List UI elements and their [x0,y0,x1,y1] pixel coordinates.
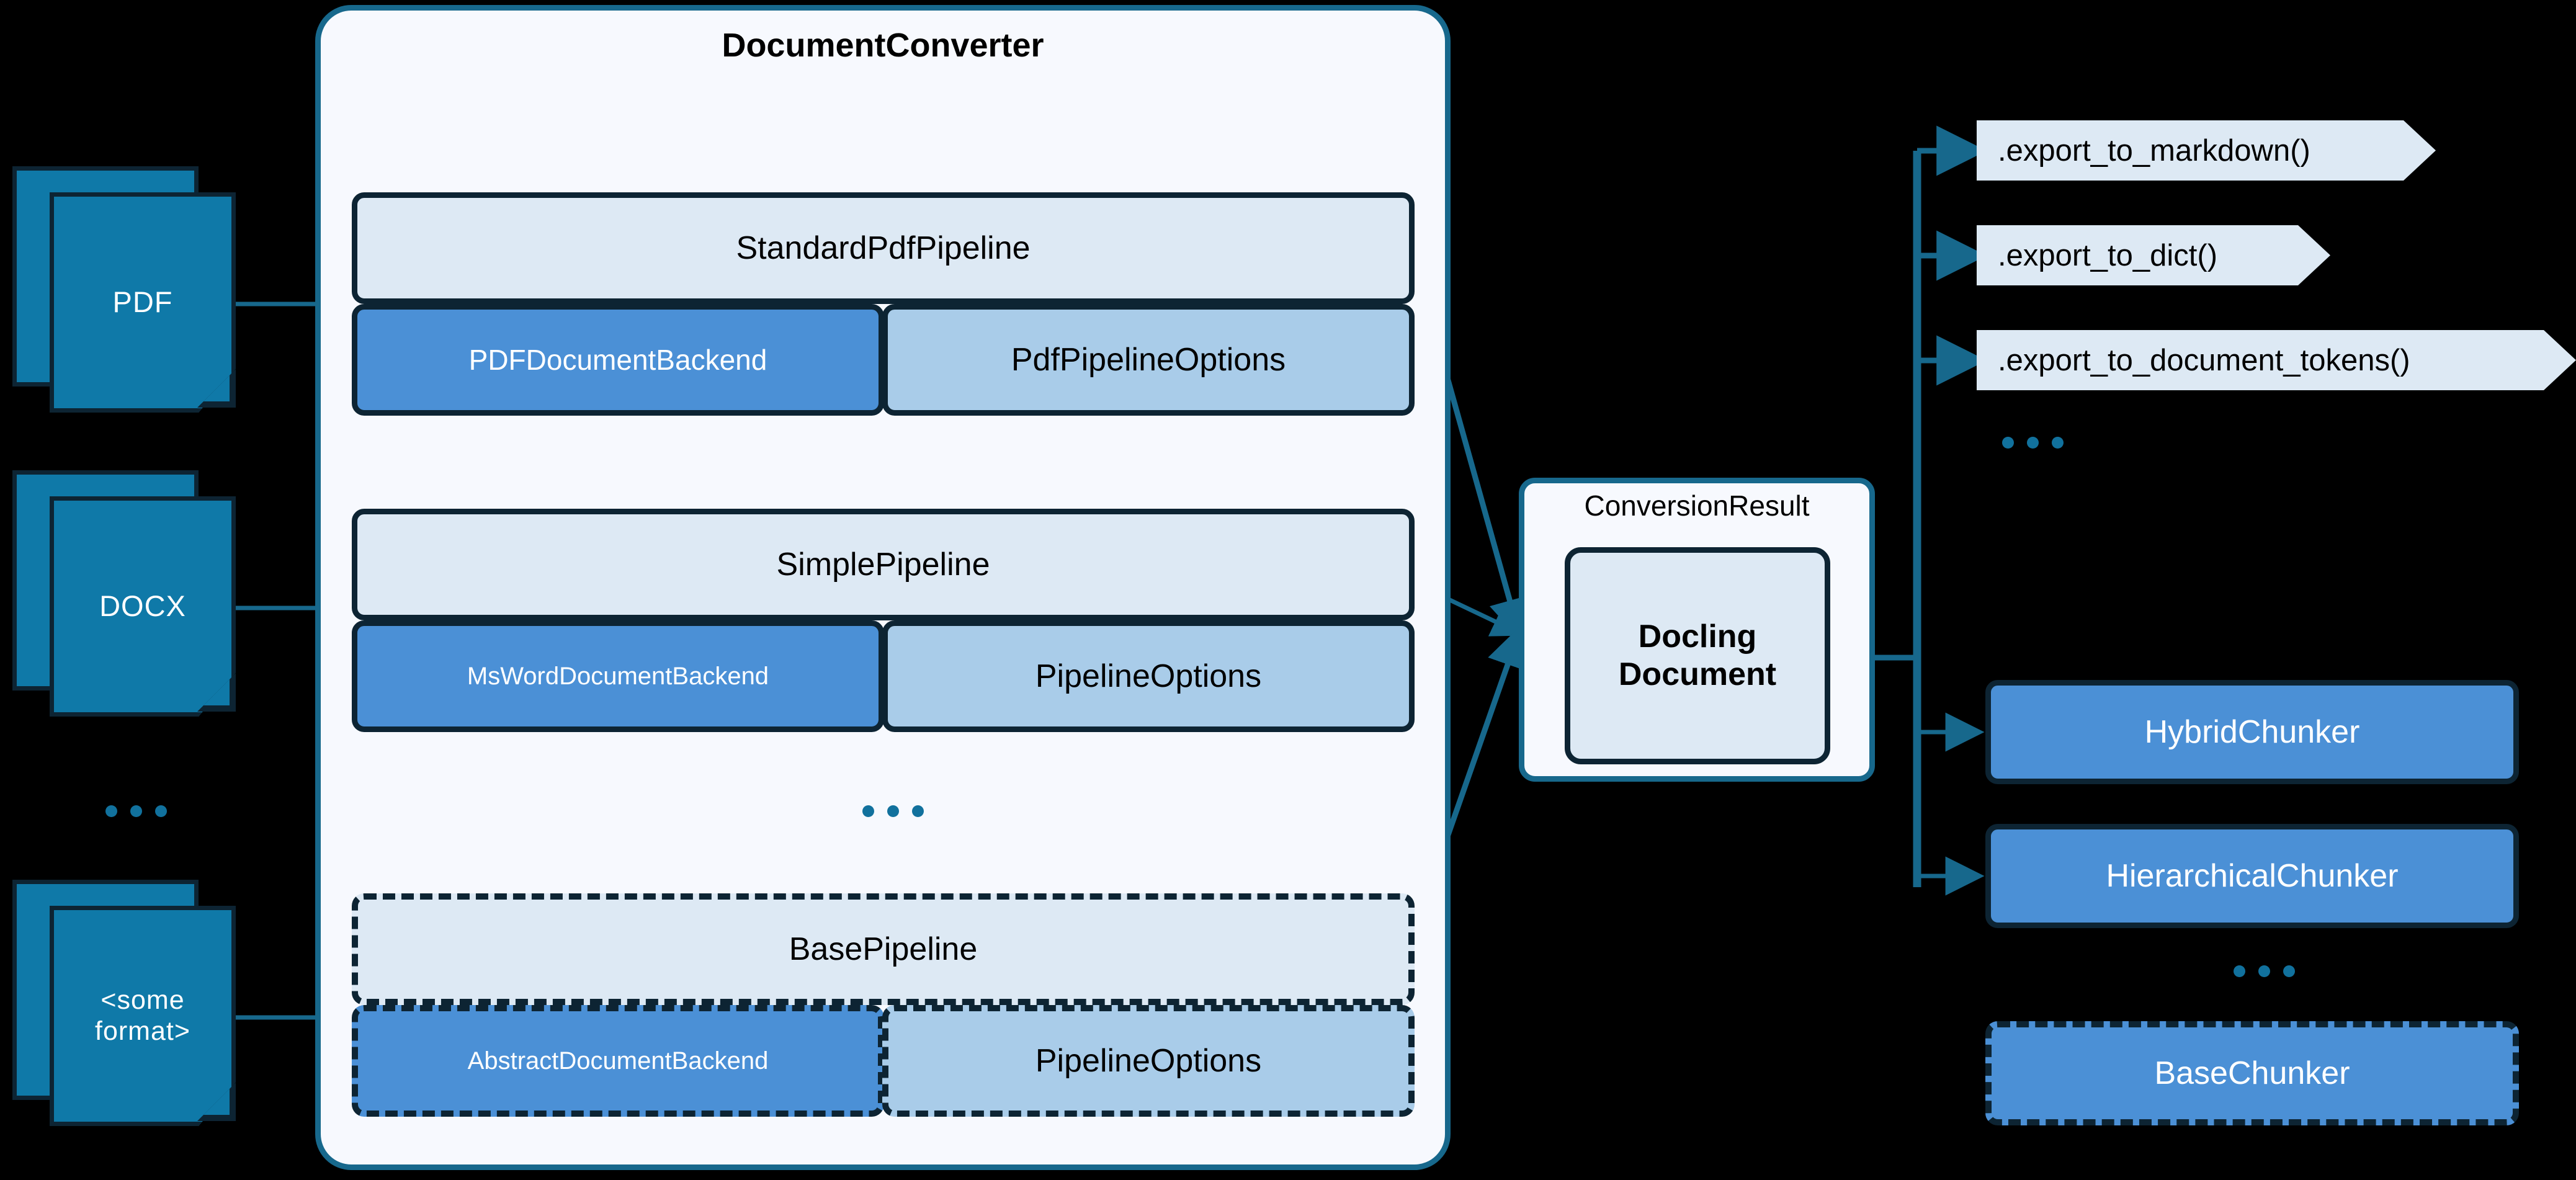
document-icon-front-sheet: DOCX [50,496,236,717]
options-box-pdfpipelineoptions[interactable]: PdfPipelineOptions [882,304,1415,416]
input-document-label: PDF [112,285,173,319]
input-document-label: <some format> [95,985,190,1046]
export-label: .export_to_markdown() [1998,133,2310,168]
options-box-pipelineoptions-simple[interactable]: PipelineOptions [882,620,1415,732]
backend-box-msworddocumentbackend[interactable]: MsWordDocumentBackend [352,620,884,732]
pipeline-box-basepipeline[interactable]: BasePipeline [352,893,1415,1005]
chunker-label: HierarchicalChunker [2106,858,2399,894]
export-chip-document-tokens[interactable]: .export_to_document_tokens() [1977,330,2576,390]
pipelines-ellipsis [862,805,924,817]
export-chip-markdown[interactable]: .export_to_markdown() [1977,120,2436,181]
export-label: .export_to_document_tokens() [1998,343,2410,377]
pipeline-box-simplepipeline[interactable]: SimplePipeline [352,509,1415,620]
pipeline-label: BasePipeline [789,931,978,967]
chunker-box-basechunker[interactable]: BaseChunker [1985,1021,2519,1125]
exports-ellipsis [2002,437,2064,449]
chunker-box-hybridchunker[interactable]: HybridChunker [1985,680,2519,784]
backend-box-pdfdocumentbackend[interactable]: PDFDocumentBackend [352,304,884,416]
input-document-label: DOCX [99,589,186,623]
pipeline-box-standardpdfpipeline[interactable]: StandardPdfPipeline [352,192,1415,304]
docling-document-label: Docling Document [1618,618,1777,692]
pipeline-label: StandardPdfPipeline [736,230,1031,266]
chunkers-ellipsis [2234,965,2295,977]
document-icon-front-sheet: PDF [50,192,236,413]
options-label: PipelineOptions [1035,1043,1262,1079]
chunker-label: HybridChunker [2144,714,2360,750]
chunker-label: BaseChunker [2154,1055,2350,1091]
export-label: .export_to_dict() [1998,238,2218,272]
docling-document-box[interactable]: Docling Document [1565,547,1830,764]
document-converter-title: DocumentConverter [722,27,1044,64]
backend-label: MsWordDocumentBackend [467,662,769,690]
chunker-box-hierarchicalchunker[interactable]: HierarchicalChunker [1985,824,2519,928]
document-icon-front-sheet: <some format> [50,906,236,1126]
export-chip-dict[interactable]: .export_to_dict() [1977,225,2330,285]
pipeline-label: SimplePipeline [776,547,990,583]
options-label: PdfPipelineOptions [1011,342,1286,378]
options-label: PipelineOptions [1035,658,1262,694]
backend-label: AbstractDocumentBackend [467,1047,769,1075]
backend-box-abstractdocumentbackend[interactable]: AbstractDocumentBackend [352,1005,884,1117]
backend-label: PDFDocumentBackend [468,344,767,376]
options-box-pipelineoptions-base[interactable]: PipelineOptions [882,1005,1415,1117]
conversion-result-label: ConversionResult [1584,489,1810,522]
input-documents-ellipsis [105,805,167,817]
